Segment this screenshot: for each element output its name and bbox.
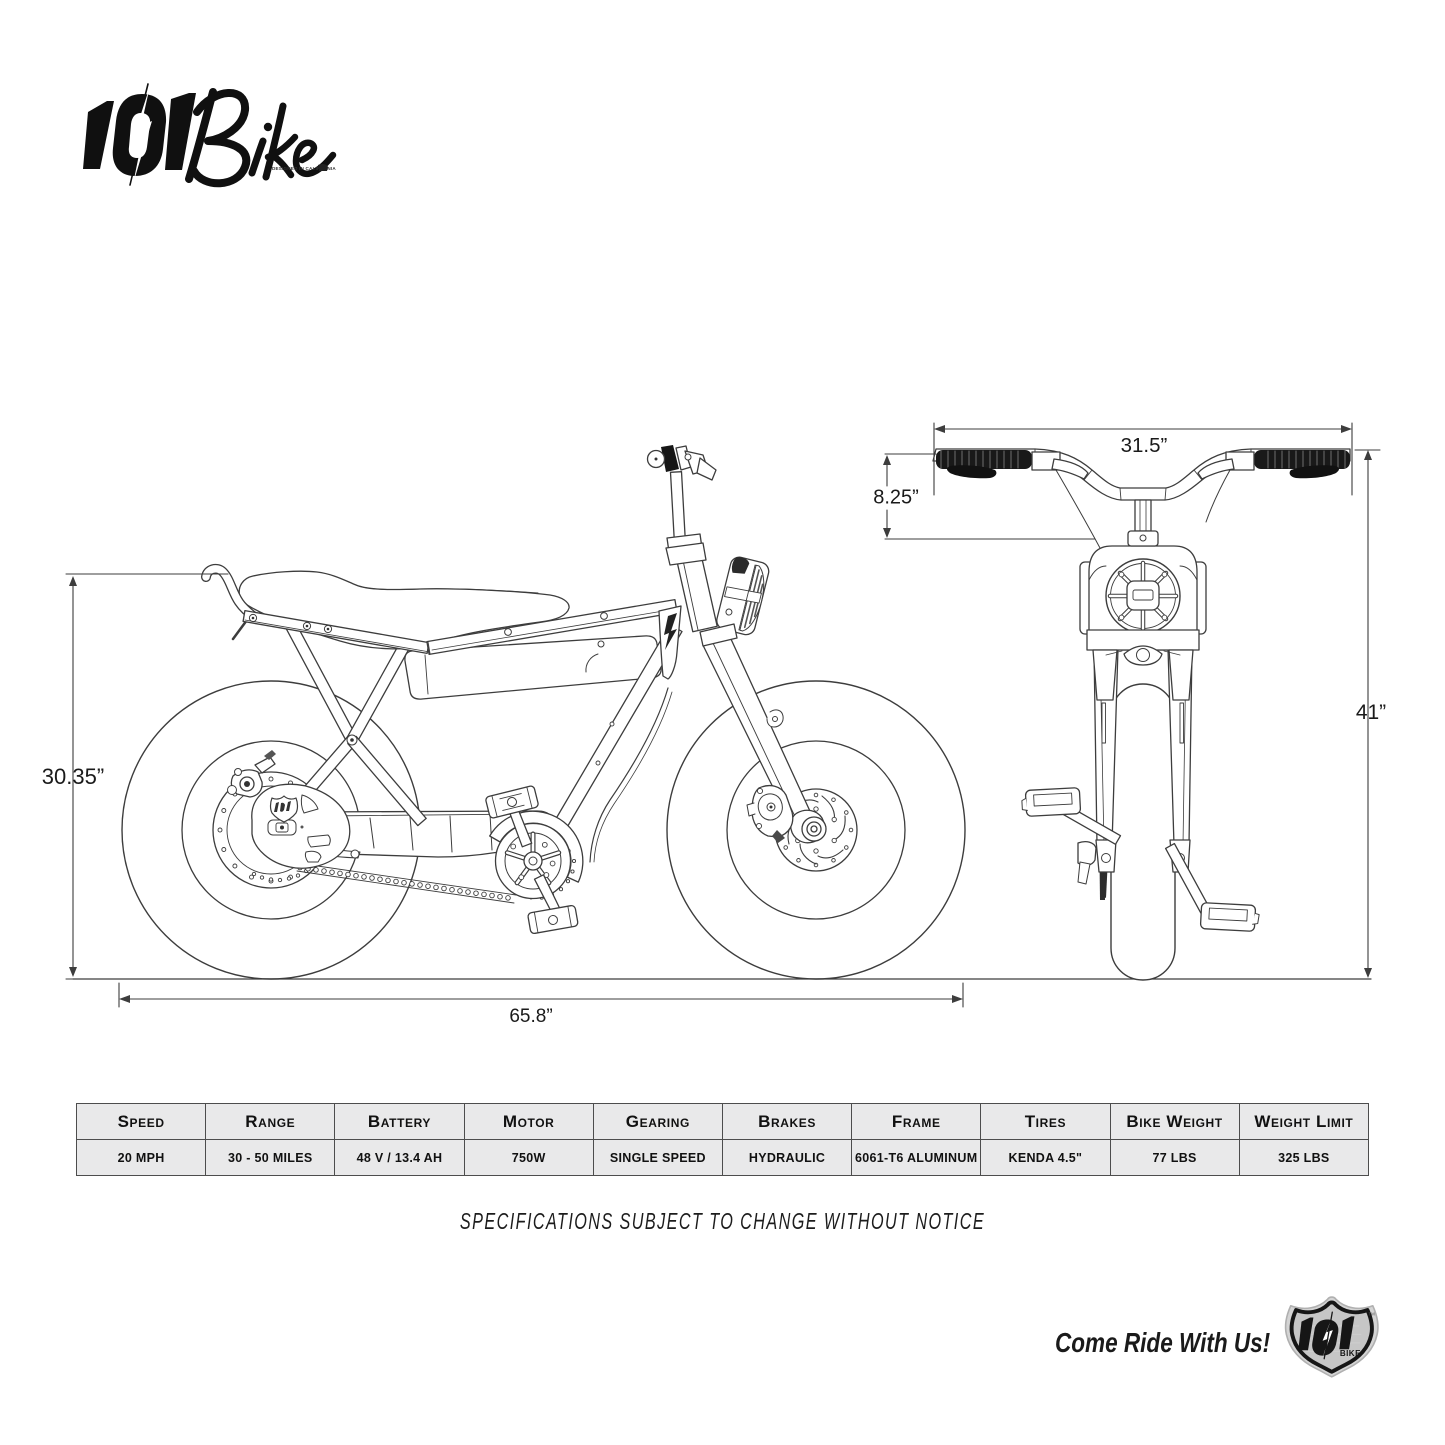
svg-text:41”: 41” bbox=[1356, 701, 1386, 724]
svg-text:31.5”: 31.5” bbox=[1121, 434, 1168, 457]
svg-text:BIKE: BIKE bbox=[1340, 1349, 1361, 1358]
svg-text:30.35”: 30.35” bbox=[42, 764, 104, 789]
svg-text:DESIGNED IN CALIFORNIA: DESIGNED IN CALIFORNIA bbox=[272, 166, 336, 171]
svg-text:TM: TM bbox=[1368, 1311, 1375, 1316]
svg-text:65.8”: 65.8” bbox=[509, 1006, 552, 1027]
svg-text:8.25”: 8.25” bbox=[873, 487, 919, 509]
